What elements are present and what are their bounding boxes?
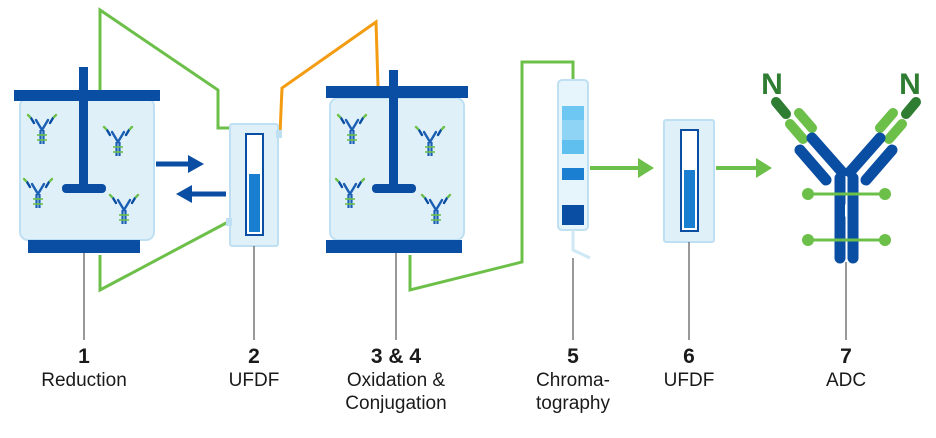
step-label-chromatography: 5 Chroma- tography: [513, 345, 633, 415]
reactor-vessel-reduction: [14, 67, 160, 253]
reactor-vessel-conjugation: [326, 70, 468, 253]
step-name-line-2: Conjugation: [345, 393, 447, 414]
step-number: 5: [567, 345, 579, 368]
step-name: UFDF: [663, 370, 715, 391]
adc-molecule: N N: [761, 68, 921, 264]
step-name-line-2: tography: [536, 393, 610, 414]
step-name-line-1: Oxidation &: [346, 370, 446, 391]
tubing: [98, 7, 575, 293]
green-tube-top-1-2: [98, 7, 234, 130]
step-name-line-1: Chroma-: [536, 370, 610, 391]
step-number: 1: [78, 345, 90, 368]
ufdf-filter-step-6: [663, 119, 772, 243]
leader-lines: [83, 242, 847, 340]
step-number: 2: [248, 345, 260, 368]
step-number: 3 & 4: [370, 345, 422, 368]
step-number: 7: [840, 345, 852, 368]
step-name: Reduction: [41, 370, 127, 391]
green-tube-3-5: [408, 60, 575, 292]
step-label-reduction: 1 Reduction: [24, 345, 144, 392]
step-name: ADC: [825, 370, 867, 391]
orange-tube-2-3: [278, 19, 380, 135]
adc-n-terminus-right: N: [899, 68, 921, 101]
step-label-adc: 7 ADC: [796, 345, 896, 392]
exchange-arrows: [156, 155, 226, 203]
adc-n-terminus-left: N: [761, 68, 783, 101]
step-number: 6: [683, 345, 695, 368]
ufdf-filter-step-2: [226, 123, 282, 247]
step-label-oxidation-conjugation: 3 & 4 Oxidation & Conjugation: [326, 345, 466, 415]
step-name: UFDF: [228, 370, 280, 391]
green-tube-bottom-1-2: [98, 220, 229, 293]
chromatography-column: [557, 79, 654, 260]
step-label-ufdf-6: 6 UFDF: [639, 345, 739, 392]
step-label-ufdf-2: 2 UFDF: [204, 345, 304, 392]
